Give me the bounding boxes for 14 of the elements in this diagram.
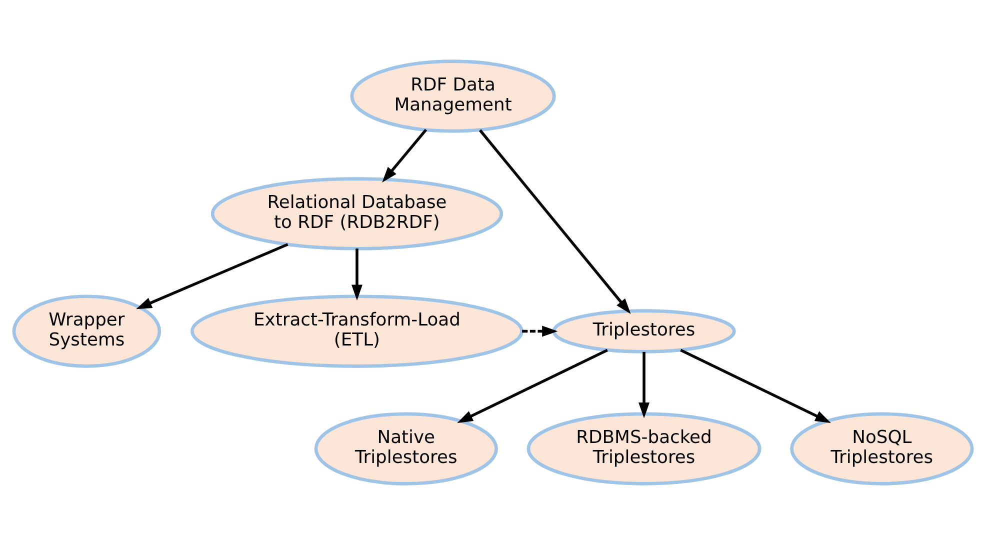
node-ellipse: RDBMS-backed Triplestores <box>526 412 761 486</box>
node-ellipse: Wrapper Systems <box>12 294 161 368</box>
arrow <box>351 248 362 300</box>
node-ellipse: RDF Data Management <box>350 60 556 133</box>
arrow <box>136 243 288 310</box>
arrow <box>522 326 558 337</box>
arrow <box>382 128 427 182</box>
node-ellipse: Triplestores <box>552 309 736 354</box>
node-ellipse: Extract-Transform-Load (ETL) <box>190 294 523 368</box>
arrow <box>638 352 649 418</box>
arrow <box>680 348 830 423</box>
arrow <box>478 129 630 314</box>
arrow <box>456 348 608 423</box>
node-ellipse: Relational Database to RDF (RDB2RDF) <box>210 177 503 250</box>
